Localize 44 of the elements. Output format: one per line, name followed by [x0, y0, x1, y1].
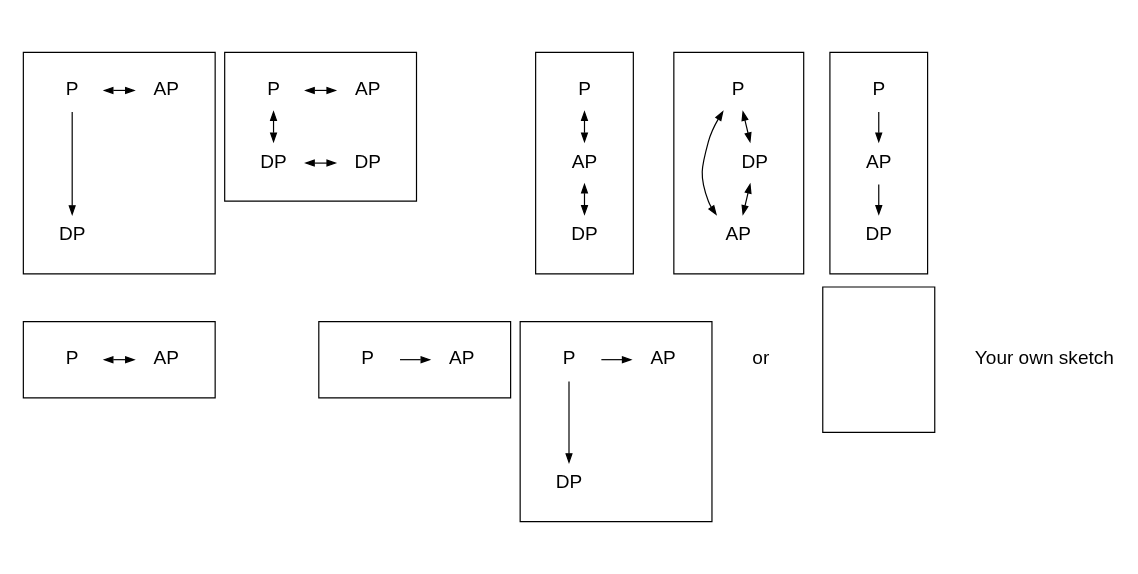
node-text: P	[731, 77, 745, 99]
arrow	[875, 111, 883, 144]
node-text: DP	[571, 223, 598, 245]
cluster	[224, 51, 418, 202]
node-text: P	[578, 77, 591, 99]
cluster	[22, 51, 216, 275]
node-label: Your own sketch	[974, 347, 1114, 369]
node-text: P	[361, 347, 375, 369]
arrow	[701, 110, 724, 216]
cluster	[22, 320, 216, 399]
node-text: AP	[153, 77, 180, 99]
cluster	[535, 51, 634, 275]
node-text: DP	[58, 223, 86, 245]
arrow	[600, 355, 633, 364]
arrow	[68, 111, 76, 216]
node-text: P	[267, 77, 280, 99]
node-text: DP	[555, 471, 583, 493]
label: or	[752, 347, 770, 369]
node-text: DP	[741, 150, 769, 172]
node-text: AP	[725, 223, 751, 245]
node-text: P	[65, 77, 79, 99]
arrow	[304, 159, 338, 167]
node-text: AP	[153, 347, 180, 369]
arrow	[875, 184, 883, 216]
node-text: DP	[354, 150, 381, 172]
node-text: AP	[650, 347, 676, 369]
cluster	[673, 51, 805, 275]
node-text: AP	[571, 150, 598, 172]
node-text: AP	[866, 150, 892, 172]
node-text: DP	[865, 223, 892, 245]
arrow	[741, 182, 752, 216]
node-text: P	[562, 347, 576, 369]
cluster	[829, 51, 929, 275]
arrow	[399, 355, 432, 364]
node-text: AP	[354, 77, 381, 99]
node-text: DP	[260, 150, 287, 172]
arrow	[565, 380, 573, 464]
arrow	[741, 110, 752, 144]
node-text: AP	[449, 347, 475, 369]
node-text: P	[872, 77, 886, 99]
node-text: P	[65, 347, 79, 369]
node-box	[822, 286, 936, 433]
cluster	[318, 320, 512, 399]
cluster	[519, 320, 713, 523]
